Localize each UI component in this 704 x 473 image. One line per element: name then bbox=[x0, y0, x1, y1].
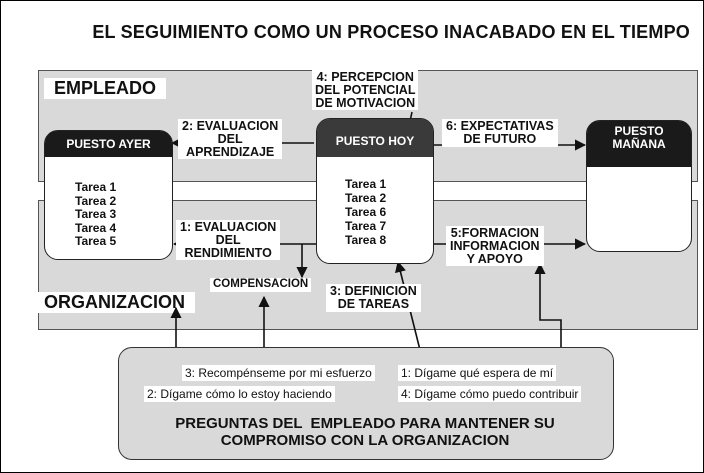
task-item: Tarea 3 bbox=[75, 207, 117, 221]
label-percepcion: 4: PERCEPCION DEL POTENCIAL DE MOTIVACIO… bbox=[312, 70, 419, 111]
label-line: DE TAREAS bbox=[337, 296, 410, 311]
task-item: Tarea 1 bbox=[75, 180, 117, 194]
question-2: 2: Dígame cómo lo estoy haciendo bbox=[144, 386, 335, 402]
puesto-ayer-box: PUESTO AYER Tarea 1 Tarea 2 Tarea 3 Tare… bbox=[44, 130, 173, 260]
label-evaluacion-aprendizaje: 2: EVALUACION DEL APRENDIZAJE bbox=[178, 119, 283, 160]
task-item: Tarea 8 bbox=[345, 233, 387, 247]
puesto-ayer-header: PUESTO AYER bbox=[45, 131, 172, 157]
diagram-title: EL SEGUIMIENTO COMO UN PROCESO INACABADO… bbox=[92, 22, 690, 42]
label-line: 5:FORMACION bbox=[450, 226, 539, 240]
puesto-hoy-tasks: Tarea 1 Tarea 2 Tarea 6 Tarea 7 Tarea 8 bbox=[345, 177, 386, 247]
label-evaluacion-rendimiento: 1: EVALUACION DEL RENDIMIENTO bbox=[176, 220, 281, 261]
question-4: 4: Dígame cómo puedo contribuir bbox=[398, 386, 582, 402]
task-item: Tarea 1 bbox=[345, 177, 387, 191]
task-item: Tarea 2 bbox=[75, 193, 117, 208]
puesto-ayer-tasks: Tarea 1 Tarea 2 Tarea 3 Tarea 4 Tarea 5 bbox=[75, 180, 117, 249]
label-line: DEL POTENCIAL bbox=[315, 82, 416, 97]
questions-title-line2: COMPROMISO CON LA ORGANIZACION bbox=[220, 432, 510, 449]
puesto-manana-header: PUESTO MAÑANA bbox=[587, 121, 691, 167]
label-line: INFORMACION bbox=[450, 238, 540, 253]
label-compensacion: COMPENSACION bbox=[210, 278, 312, 292]
label-expectativas: 6: EXPECTATIVAS DE FUTURO bbox=[442, 119, 558, 147]
task-item: Tarea 5 bbox=[75, 234, 117, 248]
label-line: DEL bbox=[215, 232, 241, 247]
label-definicion: 3: DEFINICION DE TAREAS bbox=[326, 284, 421, 312]
puesto-hoy-box: PUESTO HOY Tarea 1 Tarea 2 Tarea 6 Tarea… bbox=[316, 118, 434, 264]
label-line: RENDIMIENTO bbox=[184, 245, 272, 260]
label-line: DEL bbox=[217, 131, 243, 146]
label-line: DE FUTURO bbox=[463, 131, 537, 146]
task-item: Tarea 7 bbox=[345, 219, 387, 233]
puesto-manana-header-line2: MAÑANA bbox=[612, 137, 666, 151]
puesto-manana-header-line1: PUESTO bbox=[614, 124, 664, 138]
label-line: DE MOTIVACION bbox=[315, 95, 416, 110]
empleado-label: EMPLEADO bbox=[44, 78, 167, 99]
puesto-hoy-header: PUESTO HOY bbox=[317, 119, 433, 157]
question-3: 3: Recompénseme por mi esfuerzo bbox=[182, 365, 375, 381]
label-line: 1: EVALUACION bbox=[180, 220, 277, 234]
label-line: 6: EXPECTATIVAS bbox=[446, 119, 554, 133]
task-item: Tarea 4 bbox=[75, 220, 117, 235]
questions-title-line1: PREGUNTAS DEL EMPLEADO PARA MANTENER SU bbox=[175, 415, 555, 432]
puesto-manana-box: PUESTO MAÑANA bbox=[586, 120, 692, 252]
label-line: Y APOYO bbox=[466, 251, 523, 266]
label-formacion: 5:FORMACION INFORMACION Y APOYO bbox=[446, 226, 544, 267]
questions-title: PREGUNTAS DEL EMPLEADO PARA MANTENER SU … bbox=[118, 415, 612, 449]
task-item: Tarea 6 bbox=[345, 205, 387, 219]
label-line: 2: EVALUACION bbox=[182, 119, 279, 133]
organizacion-label: ORGANIZACION bbox=[34, 292, 195, 313]
question-1: 1: Dígame qué espera de mí bbox=[398, 365, 557, 381]
label-line: 4: PERCEPCION bbox=[316, 70, 414, 84]
label-line: APRENDIZAJE bbox=[186, 144, 275, 159]
task-item: Tarea 2 bbox=[345, 191, 387, 205]
label-line: 3: DEFINICION bbox=[330, 284, 417, 298]
